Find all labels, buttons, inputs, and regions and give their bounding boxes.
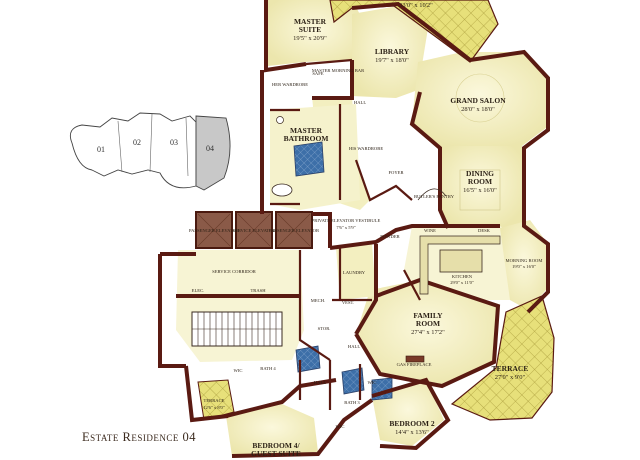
bedroom2-name: BEDROOM 2 — [389, 419, 434, 428]
master-suite-name-1: MASTER — [294, 17, 327, 26]
elevators — [195, 211, 313, 249]
morning-room-name: MORNING ROOM — [506, 258, 543, 263]
key-plan-unit-04 — [195, 115, 231, 191]
key-plan: 01 02 03 04 — [69, 112, 231, 191]
bath3-shower — [341, 367, 365, 395]
terrace-left-name: TERRACE — [204, 398, 225, 403]
morning-room-size: 19'0" x 16'0" — [512, 264, 536, 269]
master-bath-name-2: BATHROOM — [284, 134, 329, 143]
powder-label: POWDER — [380, 234, 400, 239]
kitchen-island — [439, 249, 483, 273]
kitchen-size: 29'0" x 11'0" — [450, 280, 474, 285]
bath-tiles — [293, 141, 393, 401]
bedroom4-floor — [226, 404, 318, 456]
bath3-label: BATH 3 — [344, 400, 360, 405]
bedroom4-name-1: BEDROOM 4/ — [252, 441, 300, 450]
foyer-curve — [417, 188, 447, 201]
kitchen-name: KITCHEN — [452, 274, 473, 279]
wine-label: WINE — [424, 228, 436, 233]
laundry-label: LAUNDRY — [343, 270, 366, 275]
hall-label-1: HALL — [354, 100, 366, 105]
key-plan-label-02: 02 — [133, 138, 141, 147]
dining-floor — [440, 146, 522, 228]
her-wardrobe-label: HER WARDROBE — [272, 82, 308, 87]
grand-salon-name: GRAND SALON — [450, 96, 506, 105]
plan-title: Estate Residence 04 — [82, 430, 196, 444]
terrace-right-size: 27'0" x 9'0" — [495, 374, 526, 381]
grand-salon-size: 28'0" x 18'0" — [461, 106, 495, 113]
stor-label: STOR. — [318, 326, 331, 331]
fixtures — [271, 73, 505, 363]
hall-label-3: HALL — [314, 380, 326, 385]
bath4-label: BATH 4 — [260, 366, 276, 371]
salon-rug — [455, 73, 505, 123]
master-suite-size: 19'5" x 20'9" — [293, 35, 327, 42]
family-room-name-1: FAMILY — [413, 311, 443, 320]
small-labels: HALL FOYER LAUNDRY VEST. STOR. MECH. HAL… — [189, 68, 491, 429]
elec-label: ELEC. — [192, 288, 205, 293]
library-size: 19'7" x 18'0" — [375, 57, 409, 64]
grand-salon-floor — [412, 52, 548, 146]
private-elevator-label: PRIVATE ELEVATOR VESTIBULE — [312, 218, 381, 223]
his-wardrobe-label: HIS WARDROBE — [349, 146, 383, 151]
passenger-elevator-label-2: PASSENGER ELEVATOR — [269, 228, 320, 233]
family-room-floor — [356, 280, 498, 384]
bedroom4-name-2: GUEST SUITE — [251, 449, 301, 458]
terrace-left-size: 12'6" x 8'0" — [203, 405, 225, 410]
bedroom2-size: 14'4" x 13'6" — [395, 429, 429, 436]
master-tub — [271, 183, 293, 197]
mech-label: MECH. — [311, 298, 325, 303]
morning-room-floor — [500, 220, 548, 310]
dining-name-1: DINING — [466, 169, 494, 178]
laundry-floor — [336, 244, 376, 300]
vest-label: VEST. — [342, 300, 354, 305]
walls — [158, 0, 550, 458]
dining-name-2: ROOM — [468, 177, 492, 186]
service-corridor-label: SERVICE CORRIDOR — [212, 269, 257, 274]
kitchen-counter — [419, 235, 501, 295]
terrace-top-size: 33'0" x 10'2" — [399, 2, 433, 9]
key-plan-outline — [69, 112, 197, 189]
key-plan-label-01: 01 — [97, 145, 105, 154]
private-elevator-size: 7'6" x 5'9" — [336, 225, 355, 230]
library-name: LIBRARY — [375, 47, 410, 56]
fireplace — [405, 355, 425, 363]
dining-size: 16'5" x 16'0" — [463, 187, 497, 194]
family-room-name-2: ROOM — [416, 319, 440, 328]
trash-label: TRASH — [250, 288, 266, 293]
wic-label-3: WIC — [368, 380, 377, 385]
hall-label-2: HALL — [348, 344, 360, 349]
wic-label-2: WIC — [336, 424, 345, 429]
family-room-size: 27'4" x 17'2" — [411, 329, 445, 336]
wic-label-1: WIC — [234, 368, 243, 373]
room-labels: MASTER SUITE 19'5" x 20'9" LIBRARY 19'7"… — [203, 2, 542, 458]
terrace-right — [450, 295, 555, 421]
master-shower — [293, 141, 325, 177]
morning-bar-label: MASTER MORNING BAR — [312, 68, 365, 73]
service-elevator-label: SERVICE ELEVATOR — [233, 228, 277, 233]
master-suite-name-2: SUITE — [299, 25, 322, 34]
key-plan-label-03: 03 — [170, 138, 178, 147]
butlers-pantry-label: BUTLER'S PANTRY — [414, 194, 455, 199]
gas-fireplace-label: GAS FIREPLACE — [397, 362, 432, 367]
foyer-label: FOYER — [388, 170, 404, 175]
stairs — [191, 311, 283, 347]
safe-label: SAFE — [312, 71, 323, 76]
master-bath-name-1: MASTER — [290, 126, 323, 135]
terrace-right-name: TERRACE — [492, 364, 529, 373]
dining-table — [459, 169, 501, 211]
passenger-elevator-label-1: PASSENGER ELEVATOR — [189, 228, 240, 233]
key-plan-label-04: 04 — [206, 144, 214, 153]
library-floor — [352, 6, 428, 98]
desk-label: DESK — [478, 228, 491, 233]
master-toilet — [276, 116, 284, 124]
